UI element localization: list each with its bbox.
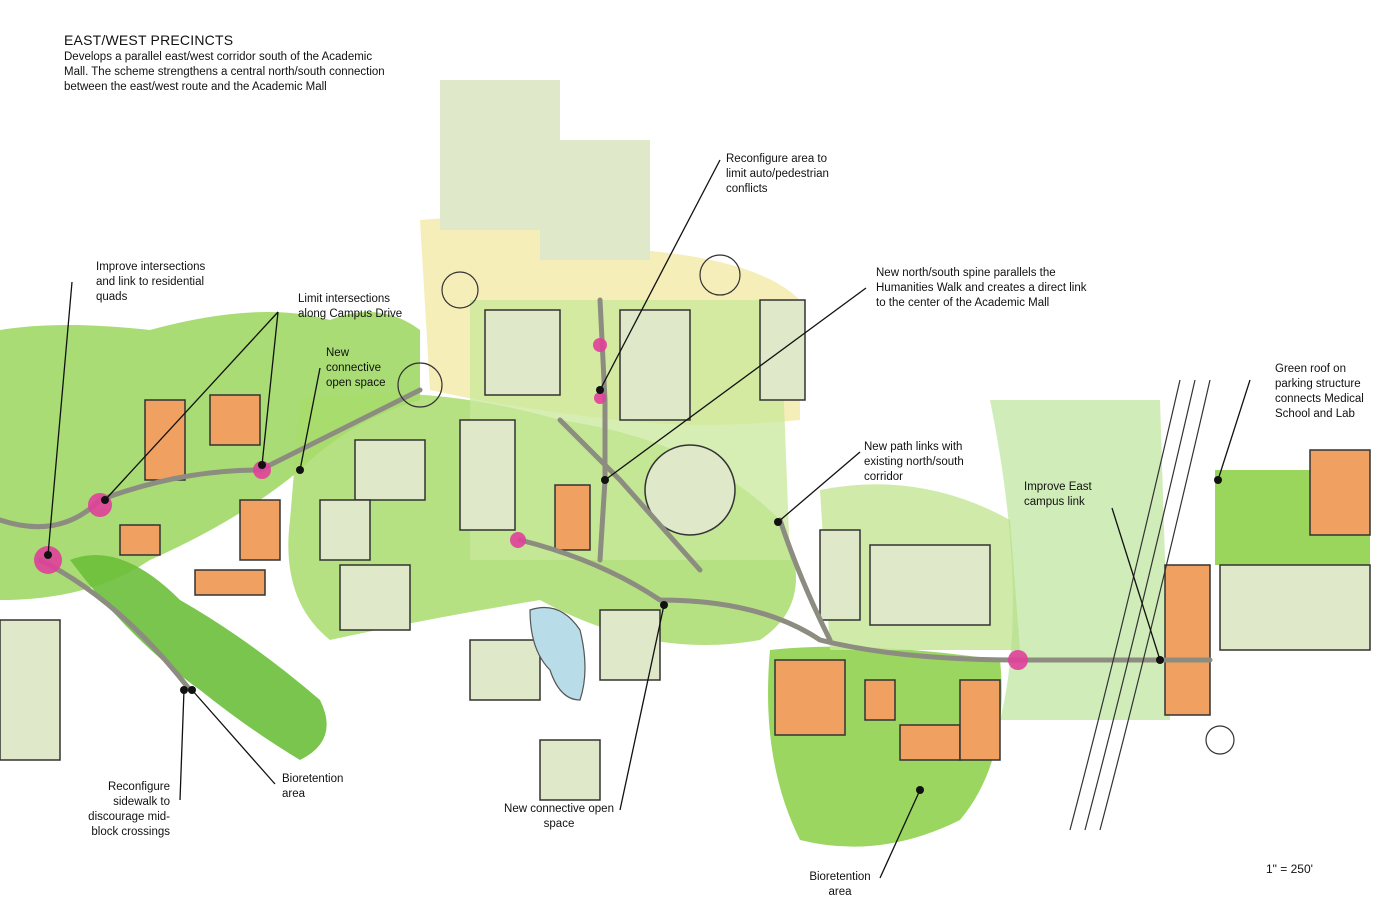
intersection-node	[510, 532, 526, 548]
leader-line	[1217, 379, 1251, 481]
note-limit-intersections: Limit intersections along Campus Drive	[298, 293, 403, 320]
leader-line	[777, 451, 861, 523]
leader-dot	[188, 686, 196, 694]
east-west-corridor	[517, 537, 1213, 663]
path-link	[557, 417, 703, 573]
building	[484, 309, 561, 396]
intersection-node	[1008, 650, 1028, 670]
leader-dot	[774, 518, 782, 526]
new-building	[144, 399, 186, 481]
leader-line	[879, 789, 921, 879]
leader-line	[1111, 507, 1161, 661]
note-new-connective-open-space-south: New connective open space	[504, 803, 614, 830]
new-building	[1164, 564, 1211, 716]
new-building	[864, 679, 896, 721]
leader-line	[104, 311, 279, 501]
leader-line	[191, 689, 276, 785]
new-building	[194, 569, 266, 596]
roundabout	[441, 271, 479, 309]
leader-dot	[44, 551, 52, 559]
leader-line	[261, 311, 279, 466]
note-bioretention-south: Bioretention area	[809, 871, 871, 898]
roundabout	[699, 254, 741, 296]
bioretention-west-area	[70, 555, 327, 760]
pond	[529, 606, 586, 701]
leader-dot	[258, 461, 266, 469]
building-round	[644, 444, 736, 536]
courtyard-feature	[1205, 725, 1235, 755]
new-building	[774, 659, 846, 736]
note-green-roof: Green roof on parking structure connects…	[1275, 363, 1364, 420]
building	[1219, 564, 1371, 651]
leader-dot	[101, 496, 109, 504]
new-building	[209, 394, 261, 446]
leader-dot	[660, 601, 668, 609]
leader-line	[47, 281, 73, 556]
note-new-path-links: New path links with existing north/south…	[864, 441, 964, 483]
intersection-node	[594, 392, 606, 404]
building	[319, 499, 371, 561]
leader-dot	[916, 786, 924, 794]
building	[869, 544, 991, 626]
leader-line	[604, 287, 867, 481]
building	[469, 639, 541, 701]
leader-line	[619, 604, 665, 811]
note-reconfigure-sidewalk: Reconfigure sidewalk to discourage mid-b…	[88, 781, 170, 838]
building	[339, 564, 411, 631]
building	[819, 529, 861, 621]
note-reconfigure-area: Reconfigure area to limit auto/pedestria…	[726, 153, 829, 195]
note-bioretention-west: Bioretention area	[282, 773, 344, 800]
new-building	[1309, 449, 1371, 536]
highway-line	[1069, 379, 1181, 831]
intersection-node	[593, 338, 607, 352]
building	[619, 309, 691, 421]
intersection-node	[34, 546, 62, 574]
east-corridor-green	[990, 400, 1170, 720]
building	[459, 419, 516, 531]
new-building	[554, 484, 591, 551]
map-title: EAST/WEST PRECINCTS	[64, 32, 234, 48]
path-link	[777, 517, 833, 643]
leader-dot	[601, 476, 609, 484]
northwest-green-block	[540, 140, 650, 260]
new-building	[239, 499, 281, 561]
campus-drive	[0, 387, 423, 530]
note-new-spine: New north/south spine parallels the Huma…	[876, 267, 1087, 309]
leader-line	[299, 367, 321, 471]
intersection-node	[253, 461, 271, 479]
leader-line	[179, 689, 185, 801]
new-building	[119, 524, 161, 556]
leader-dot	[1214, 476, 1222, 484]
map-description: Develops a parallel east/west corridor s…	[64, 51, 385, 93]
building	[354, 439, 426, 501]
leader-dot	[180, 686, 188, 694]
building	[0, 619, 61, 761]
new-building	[959, 679, 1001, 761]
leader-dot	[596, 386, 604, 394]
leader-dot	[1156, 656, 1164, 664]
west-diagonal-path	[37, 557, 193, 693]
note-improve-east-link: Improve East campus link	[1024, 481, 1092, 508]
north-buildings-zone	[440, 80, 560, 230]
highway-line	[1099, 379, 1211, 831]
leader-line	[599, 159, 721, 391]
scale-label: 1" = 250'	[1266, 862, 1313, 876]
note-new-connective-open-space-north: New connective open space	[326, 347, 386, 389]
highway-line	[1084, 379, 1196, 831]
building	[539, 739, 601, 801]
west-green-space	[0, 312, 420, 600]
new-building	[899, 724, 961, 761]
roundabout	[397, 362, 443, 408]
note-improve-intersections: Improve intersections and link to reside…	[96, 261, 206, 303]
leader-dot	[296, 466, 304, 474]
building	[599, 609, 661, 681]
